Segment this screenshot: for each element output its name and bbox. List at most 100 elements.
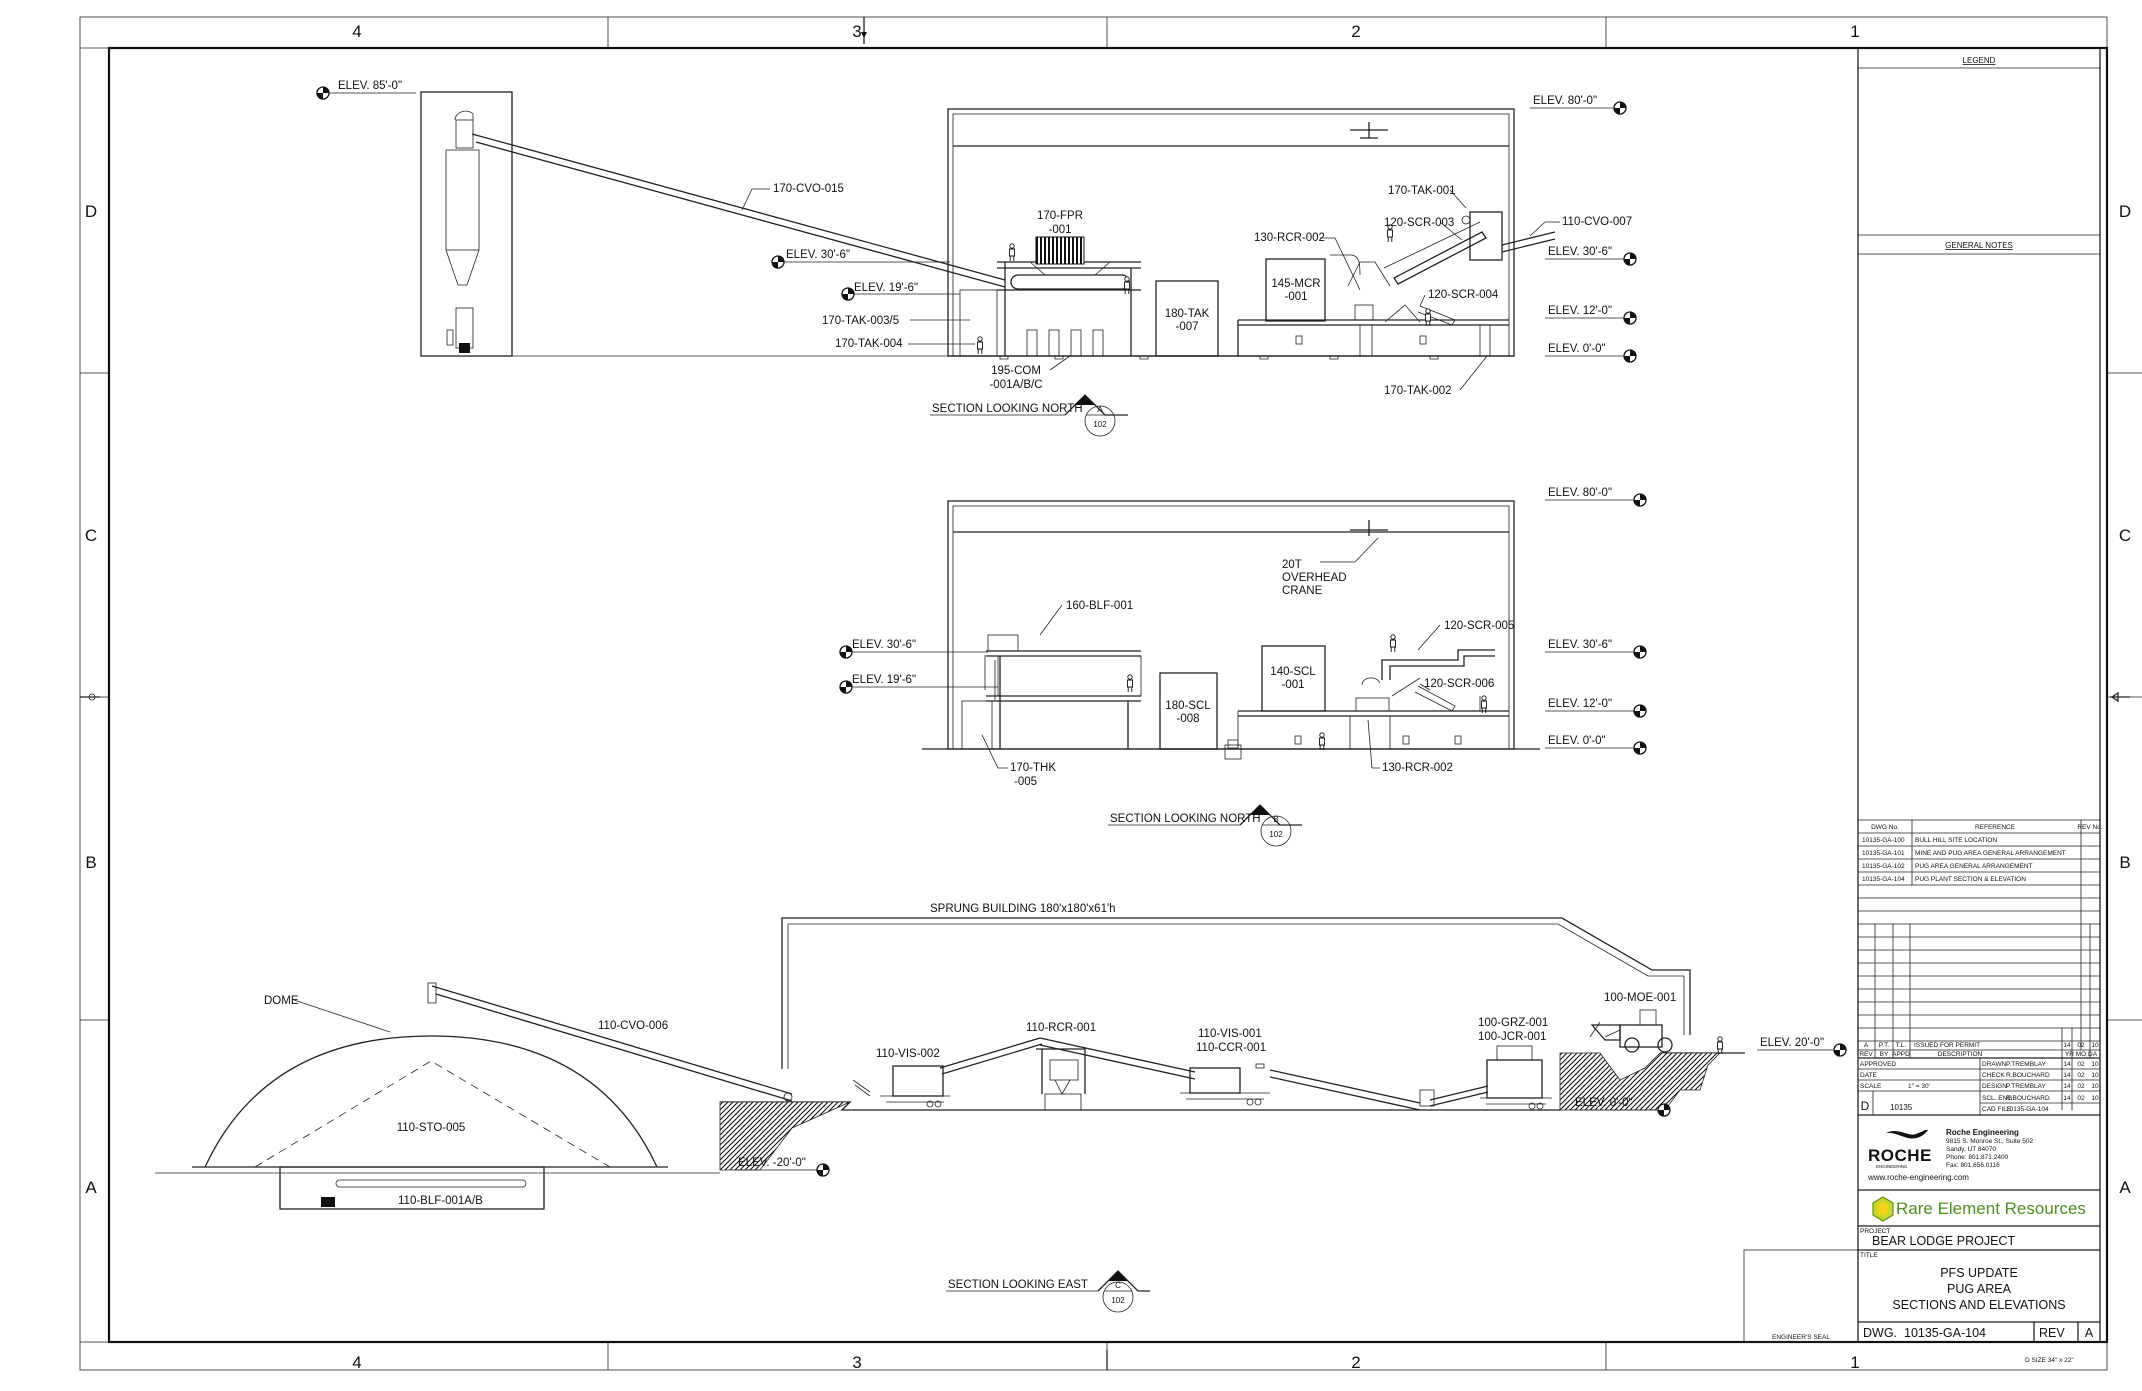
ref-dwg: 10135-GA-101 bbox=[1862, 850, 1905, 857]
tag-120-scr-003: 120-SCR-003 bbox=[1384, 217, 1454, 229]
elevation-markers-a: ELEV. 85'-0" ELEV. 80'-0" ELEV. 30'-6" E… bbox=[316, 80, 1637, 363]
drawing-title-line-2: PUG AREA bbox=[1947, 1282, 2012, 1296]
date-label: DATE bbox=[1860, 1072, 1878, 1079]
grid-col-label: 2 bbox=[1351, 1353, 1360, 1372]
svg-text:14: 14 bbox=[2063, 1095, 2071, 1102]
ref-header-rev: REV No. bbox=[2077, 824, 2102, 831]
section-a-title-text: SECTION LOOKING NORTH bbox=[932, 403, 1083, 415]
tag-100-moe-001: 100-MOE-001 bbox=[1604, 992, 1676, 1004]
tag-170-fpr: 170-FPR bbox=[1037, 210, 1083, 222]
company-fax: Fax: 801.656.0116 bbox=[1946, 1162, 2000, 1169]
equipment-labels-a: 170-CVO-015 170-FPR -001 170-TAK-001 110… bbox=[741, 183, 1632, 397]
tag-sprung-building: SPRUNG BUILDING 180'x180'x61'h bbox=[930, 903, 1116, 915]
tag-130-rcr-002: 130-RCR-002 bbox=[1382, 762, 1453, 774]
ref-title: PUG AREA GENERAL ARRANGEMENT bbox=[1915, 863, 2033, 870]
scale-value: 1" = 30' bbox=[1908, 1083, 1930, 1090]
grid-row-label: B bbox=[85, 853, 96, 872]
ref-dwg: 10135-GA-100 bbox=[1862, 837, 1905, 844]
dwg-number: 10135-GA-104 bbox=[1904, 1326, 1986, 1340]
company-website: www.roche-engineering.com bbox=[1867, 1173, 1969, 1182]
rev-by: P.T. bbox=[1879, 1042, 1890, 1049]
ref-title: BULL HILL SITE LOCATION bbox=[1915, 837, 1997, 844]
ref-header-dwg: DWG No. bbox=[1871, 824, 1899, 831]
cad-file: 10135-GA-104 bbox=[2006, 1106, 2049, 1113]
front-end-loader bbox=[1589, 1009, 1673, 1053]
job-number: 10135 bbox=[1890, 1103, 1913, 1112]
tag-110-cvo-006: 110-CVO-006 bbox=[598, 1020, 668, 1032]
ref-title: PUG PLANT SECTION & ELEVATION bbox=[1915, 876, 2026, 883]
grid-row-label: A bbox=[2119, 1178, 2131, 1197]
scale-label: SCALE bbox=[1860, 1083, 1882, 1090]
tag-crane-line-1: 20T bbox=[1282, 559, 1302, 571]
ref-dwg: 10135-GA-104 bbox=[1862, 876, 1905, 883]
elev-label: ELEV. 12'-0" bbox=[1548, 698, 1612, 710]
tag-180-scl-008: -008 bbox=[1176, 713, 1199, 725]
rev-header: BY bbox=[1880, 1051, 1889, 1058]
tag-120-scr-006: 120-SCR-006 bbox=[1424, 678, 1494, 690]
tag-120-scr-005: 120-SCR-005 bbox=[1444, 620, 1514, 632]
grid-row-label: C bbox=[2119, 526, 2131, 545]
company-address-2: Sandy, UT 84070 bbox=[1946, 1146, 1996, 1153]
section-c-ref: 102 bbox=[1111, 1296, 1125, 1305]
ref-title: MINE AND PUG AREA GENERAL ARRANGEMENT bbox=[1915, 850, 2066, 857]
company-phone: Phone: 801.871.2400 bbox=[1946, 1154, 2009, 1161]
tag-170-thk-005: -005 bbox=[1014, 776, 1037, 788]
svg-text:10: 10 bbox=[2091, 1083, 2099, 1090]
section-c: ELEV. 20'-0" ELEV. 0'-0" ELEV. -20'-0" S… bbox=[155, 903, 1847, 1313]
title-label: TITLE bbox=[1860, 1252, 1878, 1259]
tag-110-rcr-001: 110-RCR-001 bbox=[1026, 1022, 1096, 1034]
tag-100-jcr-001: 100-JCR-001 bbox=[1478, 1031, 1546, 1043]
tag-140-scl: 140-SCL bbox=[1270, 666, 1316, 678]
tag-170-cvo-015: 170-CVO-015 bbox=[773, 183, 844, 195]
approvals-block: APPROVED DATE SCALE 1" = 30' DRAWN P.TRE… bbox=[1858, 1058, 2100, 1116]
sheet-size-note: D SIZE 34" x 22" bbox=[2025, 1357, 2074, 1364]
tag-dome: DOME bbox=[264, 995, 299, 1007]
section-b-ref: 102 bbox=[1269, 830, 1283, 839]
tag-100-grz-001: 100-GRZ-001 bbox=[1478, 1017, 1548, 1029]
rev-header: YR MO DA bbox=[2065, 1051, 2098, 1058]
ref-dwg: 10135-GA-102 bbox=[1862, 863, 1905, 870]
rev-value: A bbox=[1864, 1042, 1869, 1049]
elev-label: ELEV. 85'-0" bbox=[338, 80, 402, 92]
section-b: ELEV. 80'-0" ELEV. 30'-6" ELEV. 19'-6" E… bbox=[839, 487, 1647, 847]
equipment-labels-c: SPRUNG BUILDING 180'x180'x61'h DOME 110-… bbox=[264, 903, 1676, 1207]
grid-col-label: 3 bbox=[852, 1353, 861, 1372]
rev-letter: A bbox=[2085, 1326, 2094, 1340]
section-a: ELEV. 85'-0" ELEV. 80'-0" ELEV. 30'-6" E… bbox=[316, 80, 1637, 437]
tag-170-fpr-001: -001 bbox=[1048, 224, 1071, 236]
drawn-label: DRAWN bbox=[1982, 1061, 2007, 1068]
equipment-labels-b: 20T OVERHEAD CRANE 160-BLF-001 120-SCR-0… bbox=[981, 537, 1514, 788]
tag-130-rcr-002: 130-RCR-002 bbox=[1254, 232, 1325, 244]
tag-110-cvo-007: 110-CVO-007 bbox=[1562, 216, 1632, 228]
tag-110-ccr-001: 110-CCR-001 bbox=[1196, 1042, 1266, 1054]
client-name: Rare Element Resources bbox=[1896, 1199, 2086, 1218]
elev-label: ELEV. 30'-6" bbox=[1548, 639, 1612, 651]
rev-header: DESCRIPTION bbox=[1938, 1051, 1983, 1058]
svg-text:14: 14 bbox=[2063, 1083, 2071, 1090]
tag-195-com: 195-COM bbox=[991, 365, 1041, 377]
tag-180-scl: 180-SCL bbox=[1165, 700, 1211, 712]
tag-180-tak-007: -007 bbox=[1175, 321, 1198, 333]
tag-160-blf-001: 160-BLF-001 bbox=[1066, 600, 1133, 612]
tag-195-com-001abc: -001A/B/C bbox=[989, 379, 1042, 391]
roche-logo-text: ROCHE bbox=[1868, 1146, 1932, 1165]
rev-header: APPD bbox=[1892, 1051, 1910, 1058]
svg-text:02: 02 bbox=[2077, 1095, 2085, 1102]
check-name: R.BOUCHARD bbox=[2006, 1072, 2050, 1079]
elev-label: ELEV. 30'-6" bbox=[852, 639, 916, 651]
rev-mo: 02 bbox=[2077, 1042, 2085, 1049]
rev-da: 10 bbox=[2091, 1042, 2099, 1049]
drawn-name: P.TREMBLAY bbox=[2006, 1061, 2047, 1068]
sheet-size: D bbox=[1861, 1099, 1870, 1113]
elev-label: ELEV. 80'-0" bbox=[1533, 95, 1597, 107]
elev-label: ELEV. 80'-0" bbox=[1548, 487, 1612, 499]
section-b-marker: B bbox=[1273, 815, 1278, 824]
revision-table: A P.T. T.L. ISSUED FOR PERMIT 14 02 10 R… bbox=[1858, 924, 2100, 1059]
svg-text:14: 14 bbox=[2063, 1072, 2071, 1079]
engineers-seal: ENGINEER'S SEAL bbox=[1743, 1249, 1859, 1343]
grid-row-label: A bbox=[85, 1178, 97, 1197]
rev-header: REV bbox=[1859, 1051, 1873, 1058]
grid-col-label: 4 bbox=[352, 22, 361, 41]
grid-col-label: 2 bbox=[1351, 22, 1360, 41]
